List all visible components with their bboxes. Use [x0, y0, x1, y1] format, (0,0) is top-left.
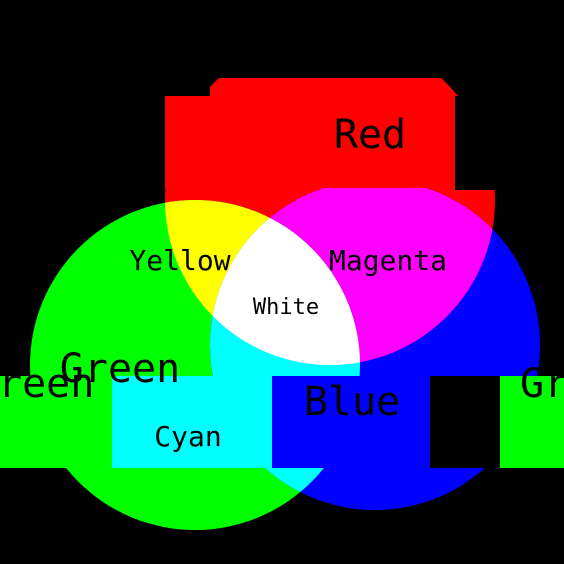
label-yellow: Yellow [129, 244, 230, 277]
label-green-fragment-right: Gr [520, 361, 564, 407]
glitch-strip-b [455, 96, 564, 190]
label-green: Green [60, 346, 180, 392]
label-cyan: Cyan [154, 420, 221, 453]
label-green-fragment-left: reen [0, 361, 94, 407]
glitch-strip-d [0, 468, 60, 564]
green-glitch-strip-right [500, 376, 564, 468]
label-blue: Blue [304, 379, 400, 425]
label-magenta: Magenta [329, 244, 447, 277]
cyan-glitch-strip [112, 376, 272, 468]
label-red: Red [334, 112, 406, 158]
glitch-strip-c [430, 376, 500, 468]
green-glitch-strip-left [0, 376, 112, 468]
glitch-strip-a [0, 78, 210, 96]
top-glitch-band [0, 0, 564, 78]
white-overlap [210, 200, 360, 365]
label-white: White [253, 295, 319, 320]
